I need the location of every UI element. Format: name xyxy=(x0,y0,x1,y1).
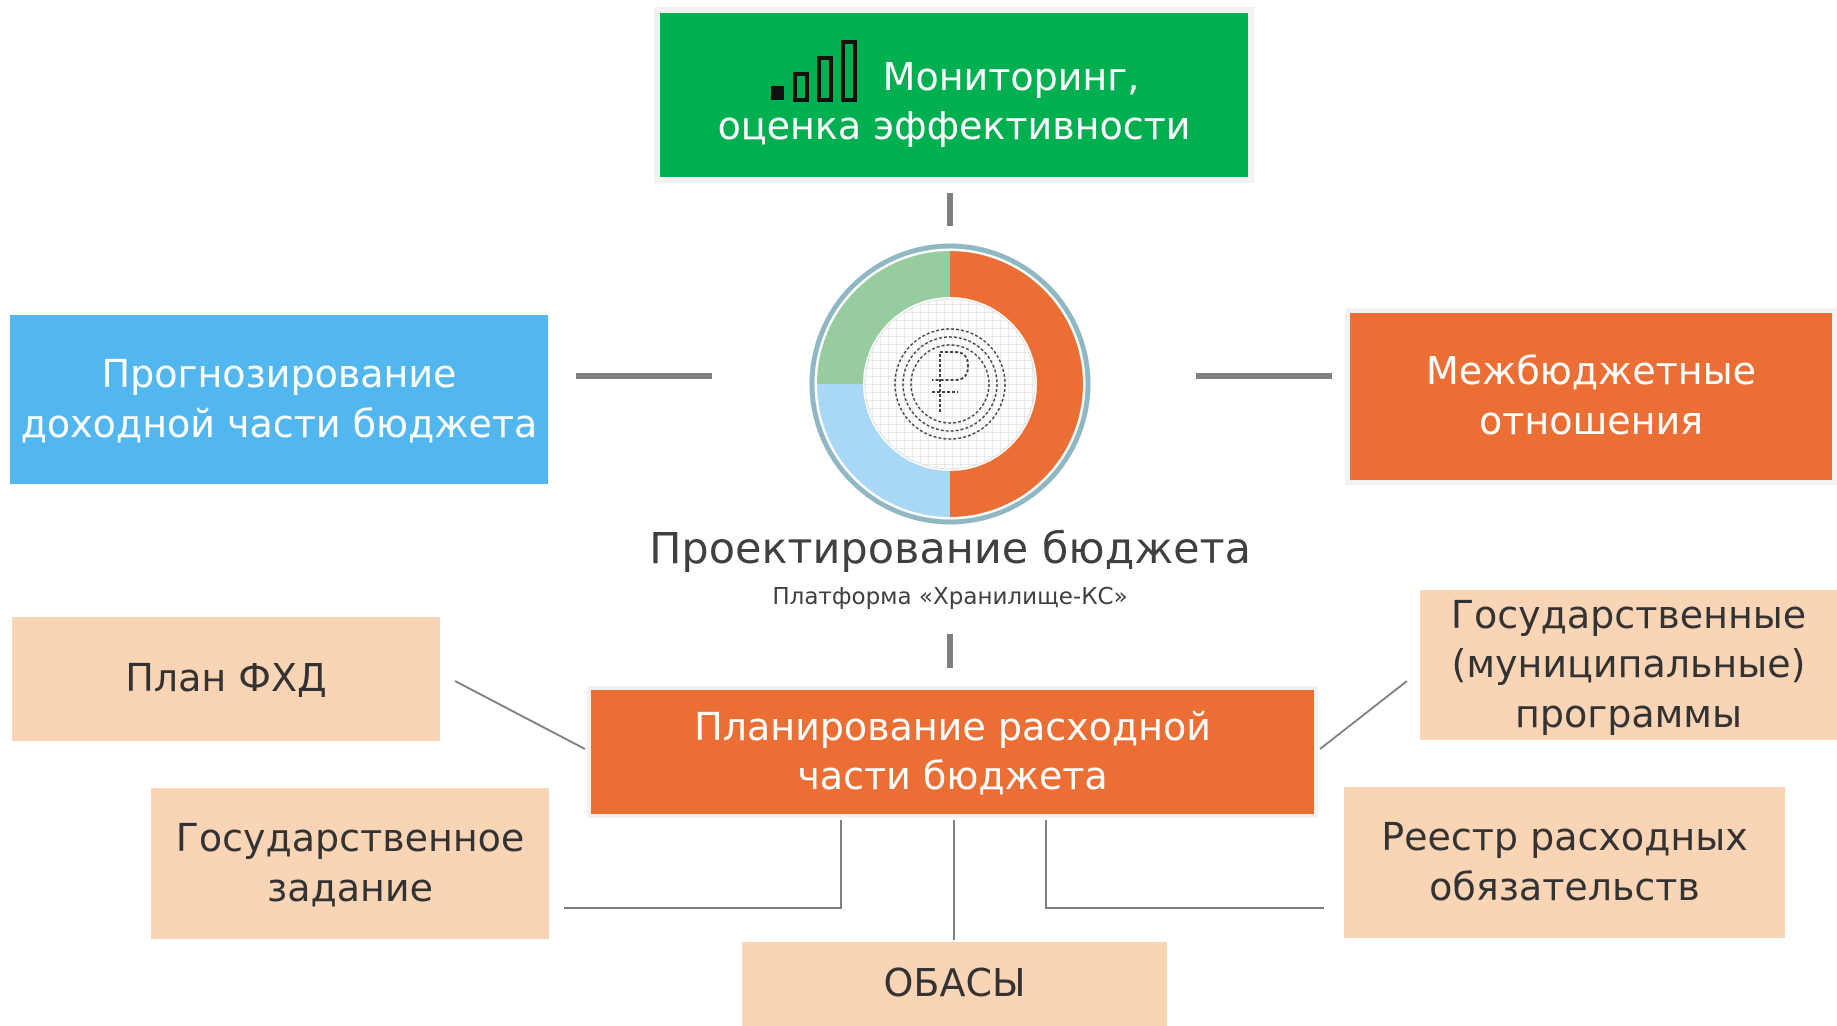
programs-box: Государственные (муниципальные) программ… xyxy=(1420,590,1837,740)
forecast-box: Прогнозирование доходной части бюджета xyxy=(10,315,548,484)
interbudget-line2: отношения xyxy=(1478,398,1704,443)
donut-segment-light-blue xyxy=(817,384,950,517)
programs-line3: программы xyxy=(1515,691,1742,736)
forecast-line2: доходной части бюджета xyxy=(20,401,538,446)
connector-registry xyxy=(1045,820,1324,909)
donut-segment-orange xyxy=(950,251,1083,517)
connector-plan-fhd xyxy=(454,680,586,750)
connector-programs xyxy=(1319,680,1408,750)
center-title: Проектирование бюджета xyxy=(649,524,1251,574)
obasy-box: ОБАСЫ xyxy=(742,942,1167,1026)
plan-fhd-label: План ФХД xyxy=(125,656,327,701)
monitoring-box: Мониторинг, оценка эффективности xyxy=(654,7,1254,183)
state-task-box: Государственное задание xyxy=(151,788,549,939)
forecast-line1: Прогнозирование xyxy=(101,352,457,397)
monitoring-line2: оценка эффективности xyxy=(717,104,1191,149)
expenses-box: Планирование расходной части бюджета xyxy=(587,686,1318,818)
registry-line1: Реестр расходных xyxy=(1381,815,1748,860)
obasy-label: ОБАСЫ xyxy=(883,961,1026,1006)
expenses-line2: части бюджета xyxy=(797,754,1108,798)
interbudget-box: Межбюджетные отношения xyxy=(1345,308,1837,485)
interbudget-line1: Межбюджетные xyxy=(1425,349,1757,394)
programs-line2: (муниципальные) xyxy=(1451,642,1806,687)
plan-fhd-box: План ФХД xyxy=(12,617,440,741)
signal-bars-icon xyxy=(770,40,857,103)
programs-line1: Государственные xyxy=(1450,592,1807,637)
state-task-line1: Государственное xyxy=(175,816,525,861)
ruble-coin-icon xyxy=(894,328,1006,440)
donut-segment-light-green xyxy=(817,251,950,384)
monitoring-line1: Мониторинг, xyxy=(882,54,1140,99)
connector-state-task xyxy=(564,820,842,909)
donut-grid-center xyxy=(864,298,1036,470)
center-subtitle: Платформа «Хранилище-КС» xyxy=(772,584,1128,610)
registry-line2: обязательств xyxy=(1429,864,1700,909)
state-task-line2: задание xyxy=(267,865,433,910)
expenses-line1: Планирование расходной xyxy=(694,704,1211,749)
registry-box: Реестр расходных обязательств xyxy=(1344,787,1785,938)
